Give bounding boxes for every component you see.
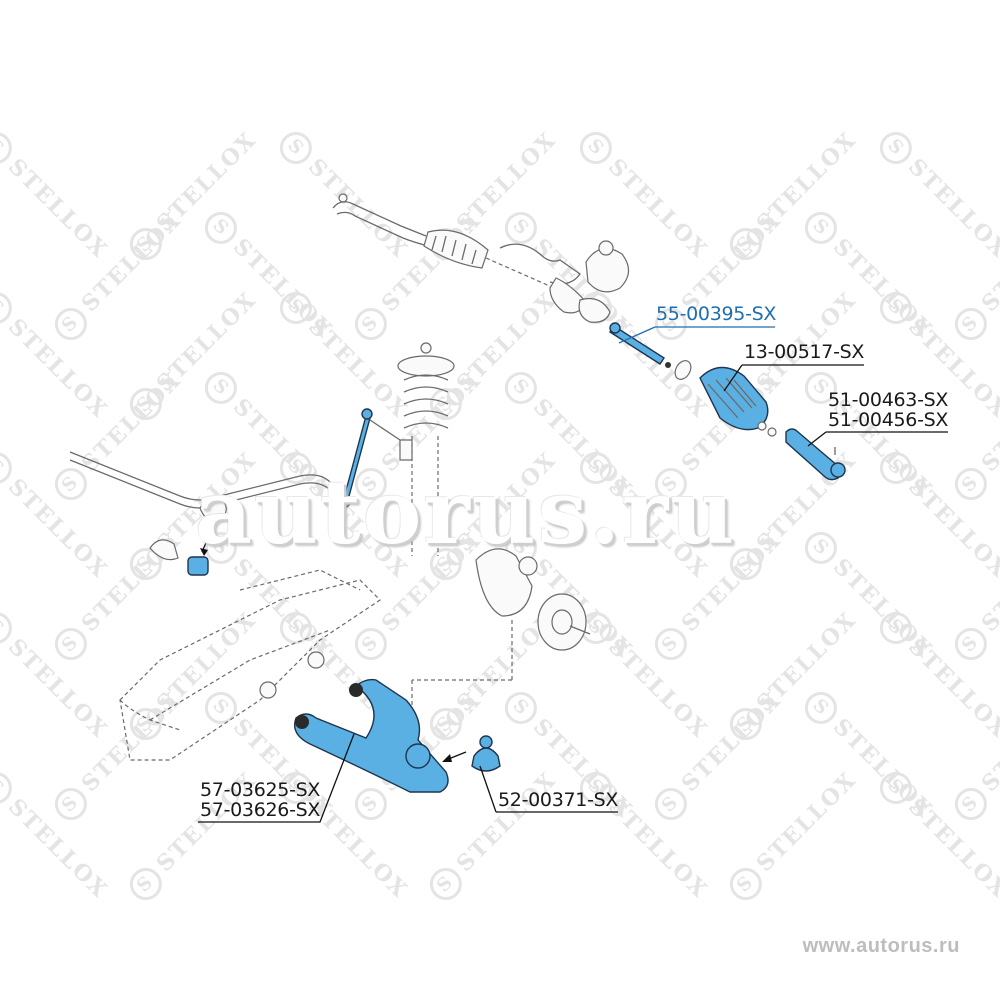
- leader-57-03625-SX: [198, 733, 355, 823]
- part-label-control-arm-1[interactable]: 57-03625-SX: [200, 779, 321, 801]
- leader-51-00463-SX: [807, 431, 948, 447]
- coil-spring-strut: [397, 342, 455, 556]
- inner-tie-rod: [609, 322, 671, 368]
- leader-52-00371-SX: [479, 765, 618, 813]
- steering-boot: [674, 360, 777, 437]
- autorus-watermark: autorus.ru: [195, 460, 737, 564]
- stabilizer-bar: [69, 451, 331, 561]
- steering-knuckle: [475, 548, 538, 617]
- part-label-tie-rod-end-2[interactable]: 51-00456-SX: [828, 409, 949, 431]
- leader-55-00395-SX: [618, 326, 775, 344]
- footer-url: www.autorus.ru: [802, 935, 960, 957]
- lower-control-arm: [293, 678, 449, 793]
- part-label-tie-rod[interactable]: 55-00395-SX: [656, 303, 777, 325]
- tie-rod-end: [785, 428, 846, 481]
- stabilizer-link: [339, 408, 401, 508]
- part-label-control-arm-2[interactable]: 57-03626-SX: [200, 799, 321, 821]
- ball-joint: [471, 735, 501, 772]
- wheel-hub: [537, 593, 591, 651]
- part-label-steering-boot[interactable]: 13-00517-SX: [744, 341, 865, 363]
- part-label-ball-joint[interactable]: 52-00371-SX: [498, 789, 619, 811]
- stabilizer-bushing: [187, 556, 209, 576]
- part-label-tie-rod-end-1[interactable]: 51-00463-SX: [828, 389, 949, 411]
- leader-13-00517-SX: [723, 364, 864, 392]
- steering-rack: [332, 193, 630, 323]
- subframe: [119, 569, 381, 761]
